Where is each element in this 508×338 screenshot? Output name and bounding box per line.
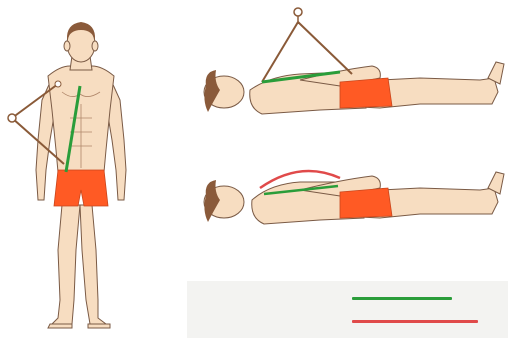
- standing-shorts: [54, 170, 108, 206]
- supine-2-shorts: [340, 188, 392, 218]
- legend-green-line-swatch: [352, 297, 452, 300]
- legend-box: [187, 281, 508, 338]
- supine-1-shorts: [340, 78, 392, 108]
- legend-red-line-swatch: [352, 320, 478, 323]
